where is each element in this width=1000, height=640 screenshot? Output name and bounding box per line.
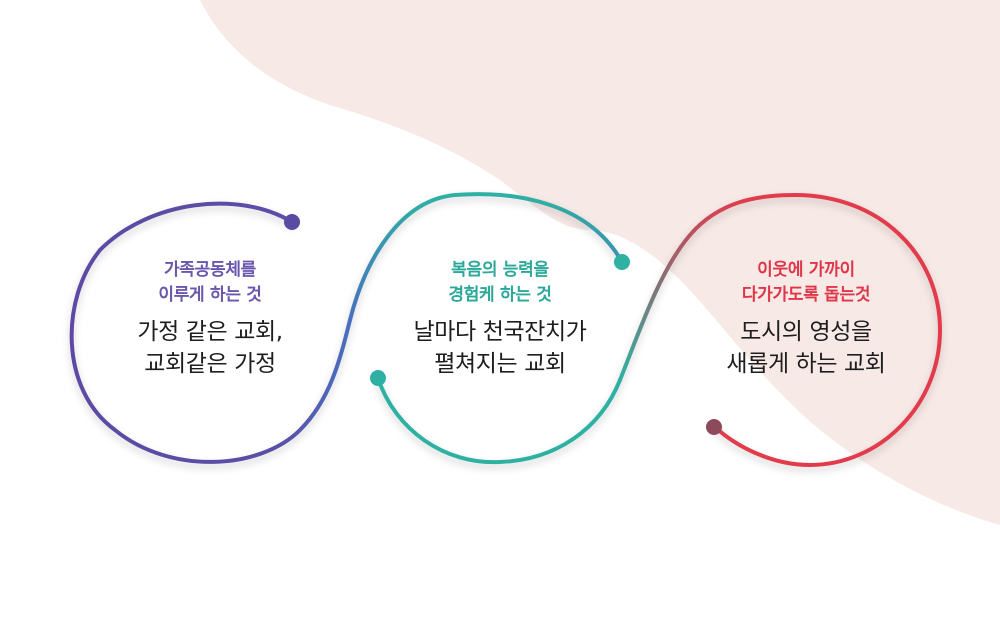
middle-rise-stroke	[348, 192, 624, 322]
subtitle-line: 이웃에 가까이	[757, 260, 855, 280]
item-subtitle: 가족공동체를 이루게 하는 것	[90, 258, 330, 308]
item-gospel-power: 복음의 능력을 경험케 하는 것 날마다 천국잔치가 펼쳐지는 교회	[380, 258, 620, 380]
title-line: 가정 같은 교회,	[137, 319, 283, 345]
background-blob	[200, 0, 1000, 525]
middle-fall-stroke	[618, 193, 797, 382]
left-loop-stroke	[69, 201, 352, 464]
title-line: 펼쳐지는 교회	[434, 351, 566, 377]
subtitle-line: 경험케 하는 것	[448, 285, 552, 305]
subtitle-line: 복음의 능력을	[451, 260, 549, 280]
left-endpoint-dot	[284, 214, 300, 230]
subtitle-line: 다가가도록 돕는것	[741, 285, 871, 305]
right-endpoint-dot	[706, 419, 722, 435]
item-subtitle: 이웃에 가까이 다가가도록 돕는것	[686, 258, 926, 308]
item-title: 도시의 영성을 새롭게 하는 교회	[686, 316, 926, 380]
subtitle-line: 가족공동체를	[163, 260, 257, 280]
item-title: 가정 같은 교회, 교회같은 가정	[90, 316, 330, 380]
title-line: 새롭게 하는 교회	[726, 351, 886, 377]
connector-curve	[69, 192, 943, 468]
middle-loop-lower-stroke	[376, 376, 622, 465]
item-neighbors: 이웃에 가까이 다가가도록 돕는것 도시의 영성을 새롭게 하는 교회	[686, 258, 926, 380]
subtitle-line: 이루게 하는 것	[158, 285, 262, 305]
middle-left-endpoint-dot	[370, 370, 386, 386]
title-line: 교회같은 가정	[144, 351, 276, 377]
title-line: 도시의 영성을	[740, 319, 872, 345]
right-loop-stroke	[714, 193, 943, 468]
middle-top-endpoint-dot	[614, 254, 630, 270]
title-line: 날마다 천국잔치가	[413, 319, 587, 345]
item-title: 날마다 천국잔치가 펼쳐지는 교회	[380, 316, 620, 380]
item-subtitle: 복음의 능력을 경험케 하는 것	[380, 258, 620, 308]
item-family-community: 가족공동체를 이루게 하는 것 가정 같은 교회, 교회같은 가정	[90, 258, 330, 380]
